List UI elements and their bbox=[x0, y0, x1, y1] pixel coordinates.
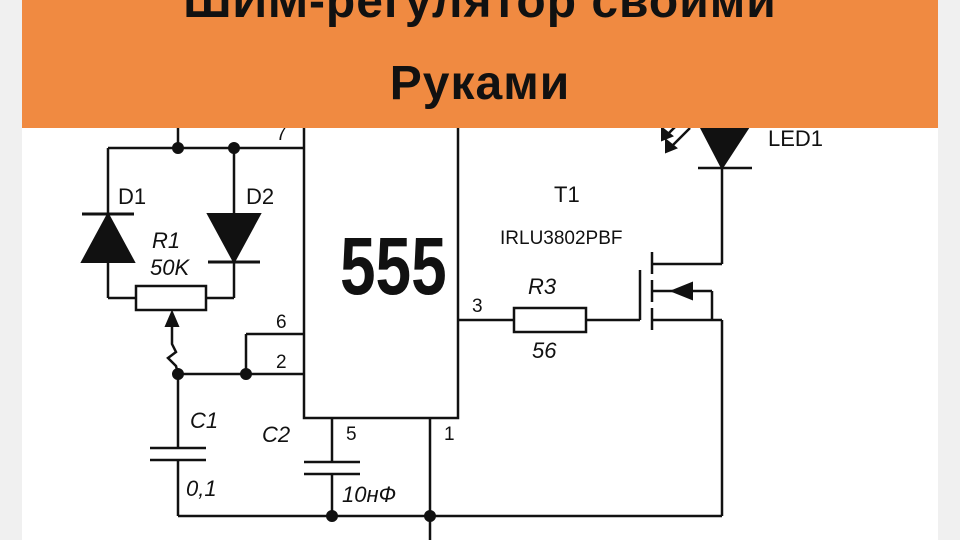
r3-ref-label: R3 bbox=[528, 274, 557, 299]
pin-3-label: 3 bbox=[472, 296, 483, 317]
r3-body bbox=[512, 306, 588, 334]
r3-value-label: 56 bbox=[532, 338, 557, 363]
junction-dot bbox=[424, 510, 436, 522]
junction-dot bbox=[228, 142, 240, 154]
r1-body bbox=[134, 284, 208, 312]
t1-part-label: IRLU3802PBF bbox=[500, 228, 623, 249]
c1-ref-label: C1 bbox=[190, 408, 218, 433]
junction-dot bbox=[326, 510, 338, 522]
diode-d2-triangle bbox=[206, 213, 262, 265]
pin-6-label: 6 bbox=[276, 312, 287, 333]
left-frame-strip bbox=[0, 0, 22, 540]
r1-value-label: 50K bbox=[150, 255, 190, 280]
junction-dot bbox=[172, 368, 184, 380]
pin-1-label: 1 bbox=[444, 424, 455, 445]
c2-ref-label: C2 bbox=[262, 422, 290, 447]
title-line-2: Руками bbox=[389, 57, 571, 110]
title-banner: ШИМ-регулятор своими Руками bbox=[22, 0, 938, 128]
c2-value-label: 10нФ bbox=[342, 482, 396, 507]
r1-ref-label: R1 bbox=[152, 228, 180, 253]
junction-dot bbox=[172, 142, 184, 154]
right-frame-strip bbox=[938, 0, 960, 540]
title-line-1: ШИМ-регулятор своими bbox=[183, 0, 777, 28]
pin-5-label: 5 bbox=[346, 424, 357, 445]
mosfet-arrow bbox=[669, 281, 693, 301]
pin-7-label: 7 bbox=[276, 124, 287, 145]
t1-ref-label: T1 bbox=[554, 182, 580, 207]
chip-label: 555 bbox=[340, 219, 447, 312]
c1-value-label: 0,1 bbox=[186, 476, 217, 501]
led1-label: LED1 bbox=[768, 126, 823, 151]
wiper-wire bbox=[166, 322, 180, 375]
led-triangle bbox=[696, 121, 754, 170]
diode-d1-triangle bbox=[80, 211, 136, 263]
pin-2-label: 2 bbox=[276, 352, 287, 373]
d2-label: D2 bbox=[246, 184, 274, 209]
wiper-arrow bbox=[164, 309, 180, 327]
led-arrowhead bbox=[661, 125, 674, 142]
led-arrowhead bbox=[665, 137, 678, 154]
d1-label: D1 bbox=[118, 184, 146, 209]
junction-dot bbox=[240, 368, 252, 380]
